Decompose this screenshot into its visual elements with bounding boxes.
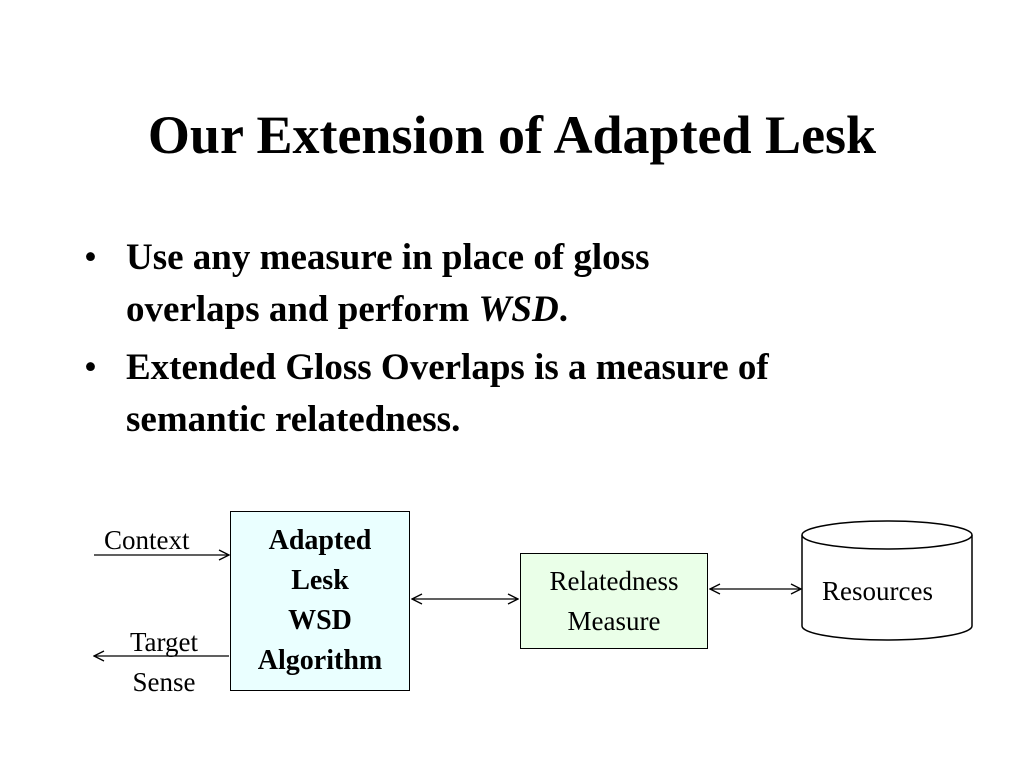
resources-label: Resources bbox=[822, 576, 933, 606]
bullet-text-segment: overlaps and perform bbox=[126, 289, 479, 330]
resources-cylinder bbox=[801, 520, 973, 641]
target-sense-label-line: Sense bbox=[132, 667, 196, 697]
wsd-box-line: Algorithm bbox=[257, 645, 383, 676]
wsd-box-line: Adapted bbox=[268, 525, 372, 556]
target-sense-label-line: Target bbox=[129, 627, 199, 657]
target-sense-label: Target Sense bbox=[122, 622, 206, 702]
relatedness-box-line: Relatedness bbox=[549, 566, 679, 596]
bullet-text-segment: . bbox=[558, 289, 568, 330]
bullet-text-line: Extended Gloss Overlaps is a measure of bbox=[126, 347, 769, 388]
bullet-list: • Use any measure in place of gloss over… bbox=[84, 232, 964, 452]
context-label: Context bbox=[104, 525, 190, 555]
wsd-box-line: Lesk bbox=[291, 565, 349, 596]
bullet-text-italic: WSD bbox=[478, 289, 559, 330]
bullet-marker: • bbox=[84, 237, 97, 278]
bullet-marker: • bbox=[84, 347, 97, 388]
bullet-item: • Use any measure in place of gloss over… bbox=[84, 232, 964, 336]
wsd-box-line: WSD bbox=[288, 605, 352, 636]
bullet-text-line: overlaps and perform WSD. bbox=[126, 284, 964, 336]
bullet-text-line: Use any measure in place of gloss bbox=[126, 237, 650, 278]
slide-title: Our Extension of Adapted Lesk bbox=[147, 105, 877, 165]
bullet-item: • Extended Gloss Overlaps is a measure o… bbox=[84, 342, 964, 446]
relatedness-measure-box: Relatedness Measure bbox=[520, 553, 708, 649]
adapted-lesk-wsd-box: Adapted Lesk WSD Algorithm bbox=[230, 511, 410, 691]
bullet-text-line: semantic relatedness. bbox=[126, 399, 461, 440]
relatedness-box-line: Measure bbox=[567, 606, 661, 636]
